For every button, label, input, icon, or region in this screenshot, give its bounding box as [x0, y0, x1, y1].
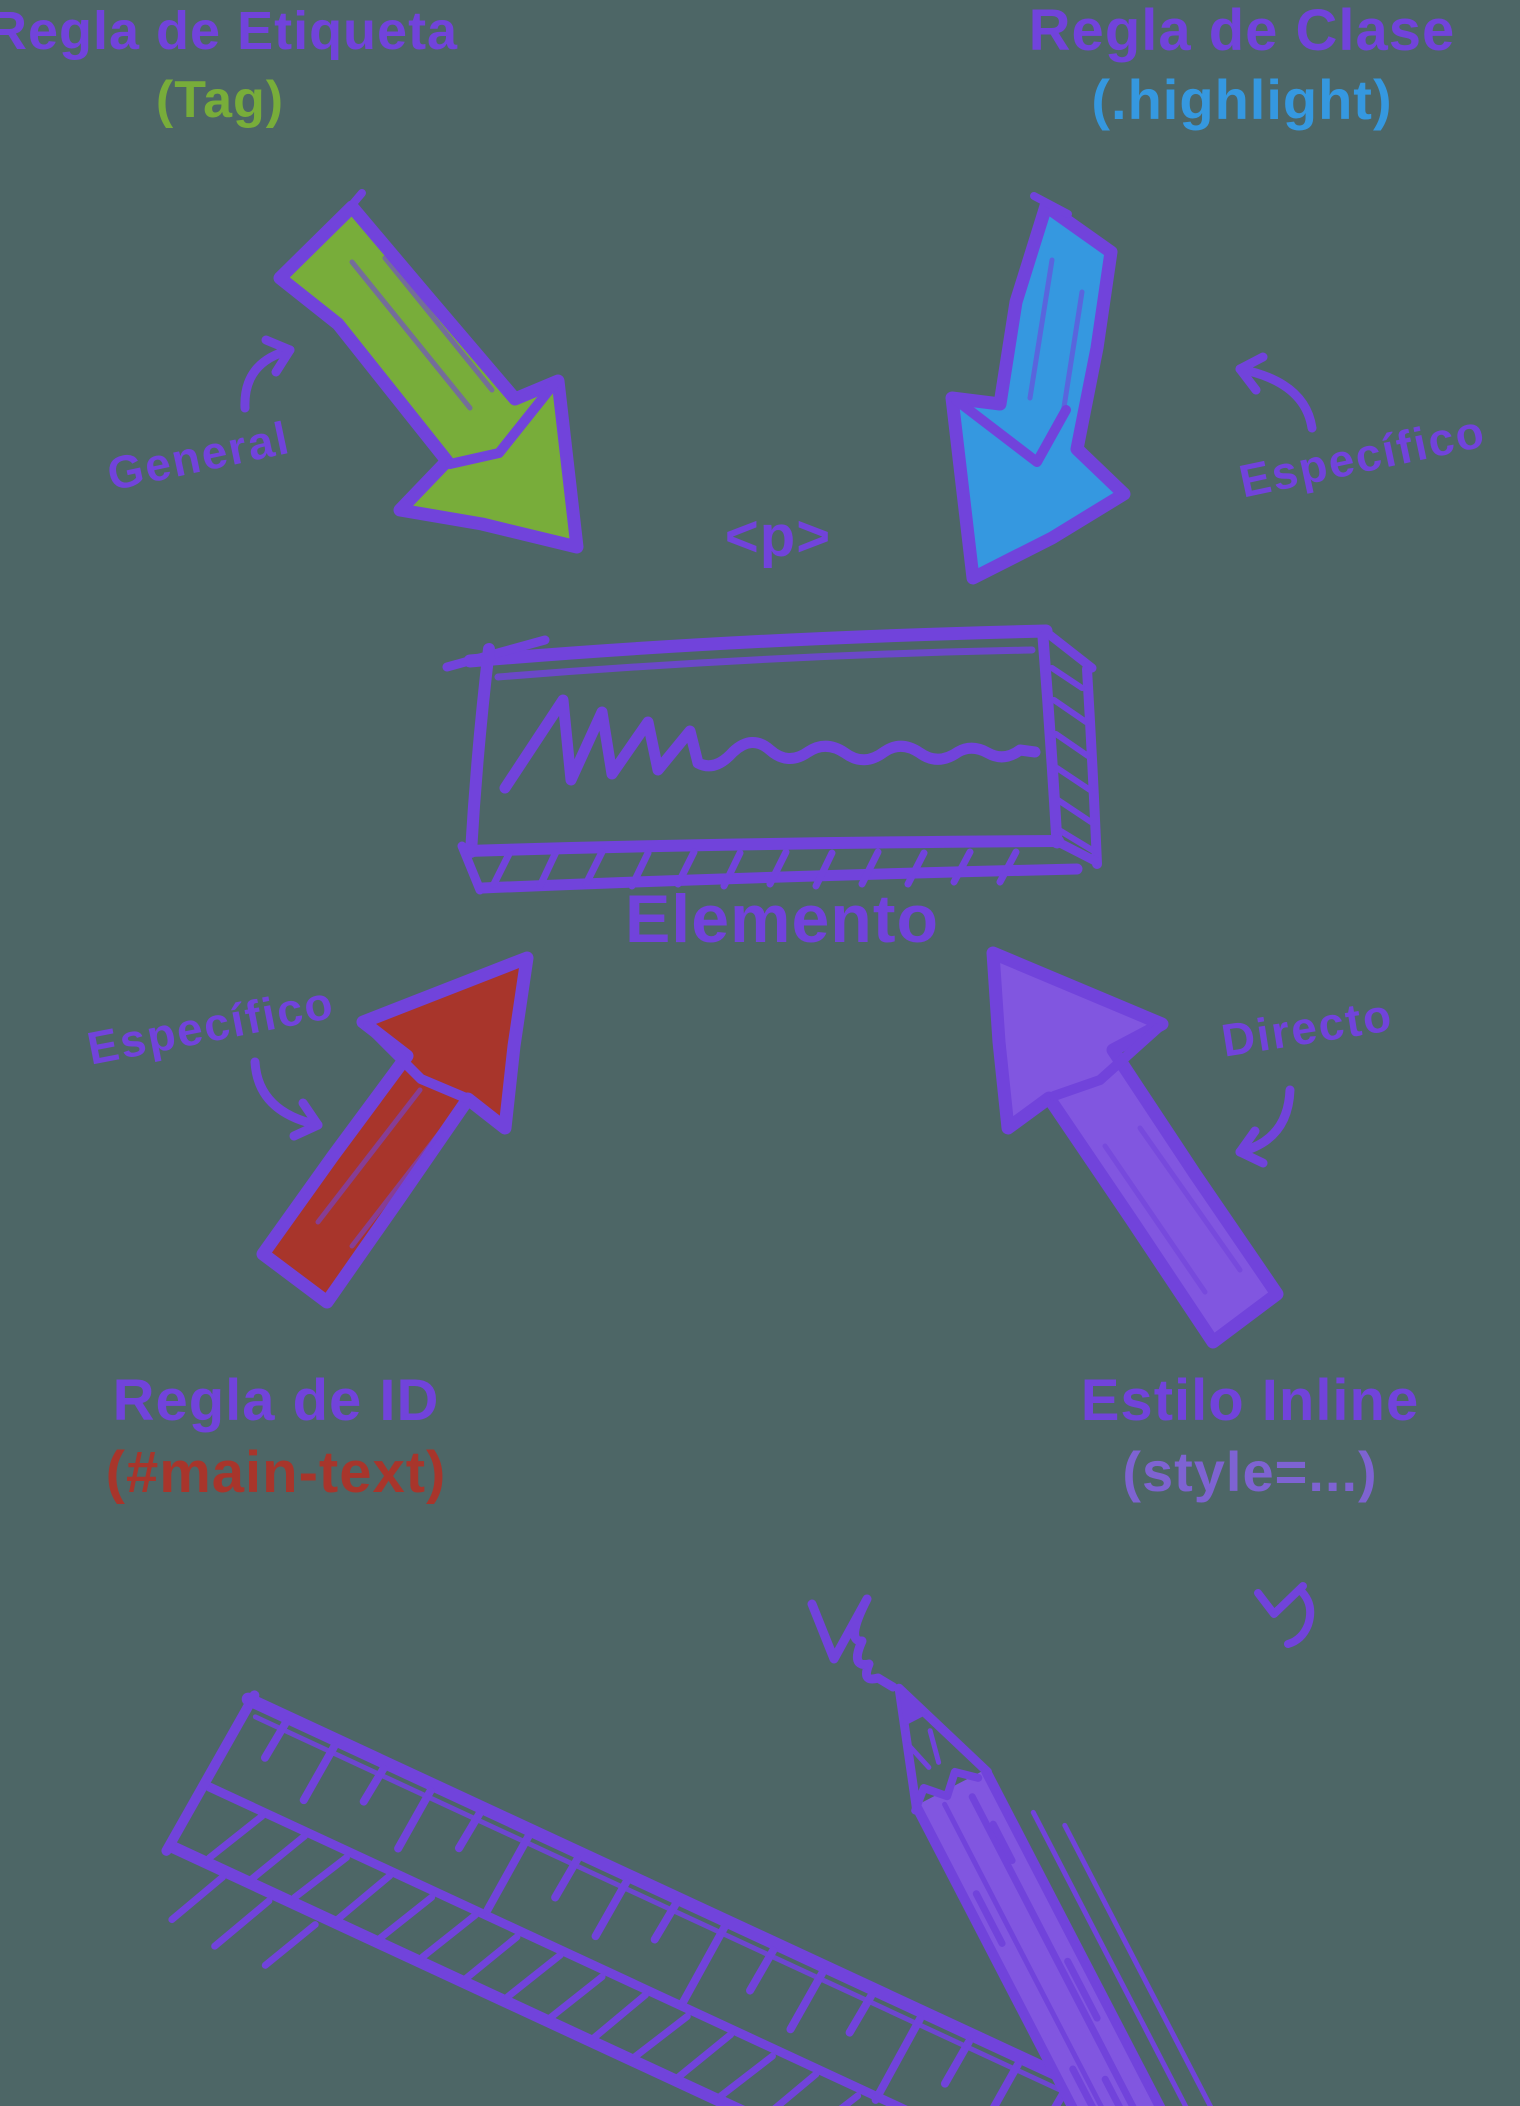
especifico-bottom-pointer-arrow-icon	[250, 1057, 323, 1141]
ruler-icon	[161, 1690, 1144, 2106]
directo-pointer-arrow-icon	[1235, 1085, 1295, 1168]
inline-style-heading: Estilo Inline (style=...)	[1020, 1372, 1480, 1500]
id-rule-title: Regla de ID	[112, 1368, 440, 1433]
class-rule-arrow-icon	[945, 192, 1131, 585]
box-scribble-icon	[499, 694, 1041, 794]
inline-style-arrow-icon	[986, 946, 1284, 1349]
tag-rule-arrow-icon	[273, 189, 584, 554]
general-pointer-arrow-icon	[240, 335, 295, 413]
inline-style-subtitle: (style=...)	[1122, 1440, 1378, 1503]
especifico-top-pointer-arrow-icon	[1235, 352, 1317, 433]
id-rule-heading: Regla de ID (#main-text)	[46, 1372, 506, 1502]
class-rule-title: Regla de Clase	[1028, 0, 1456, 63]
element-box	[442, 624, 1102, 895]
class-rule-subtitle: (.highlight)	[1091, 68, 1393, 131]
inline-style-title: Estilo Inline	[1080, 1368, 1420, 1433]
paragraph-tag-code: <p>	[724, 504, 832, 569]
element-label: Elemento	[624, 881, 940, 957]
id-rule-subtitle: (#main-text)	[105, 1440, 447, 1505]
pencil-scribble-icon	[807, 1594, 898, 1692]
tag-rule-heading: Regla de Etiqueta (Tag)	[0, 1, 459, 129]
pencil-icon	[894, 1683, 1219, 2106]
id-rule-arrow-icon	[256, 951, 534, 1309]
tag-rule-subtitle: (Tag)	[155, 71, 285, 129]
tag-rule-title: Regla de Etiqueta	[0, 1, 459, 61]
class-rule-heading: Regla de Clase (.highlight)	[962, 2, 1520, 128]
swoosh-mark-icon	[1254, 1582, 1315, 1648]
